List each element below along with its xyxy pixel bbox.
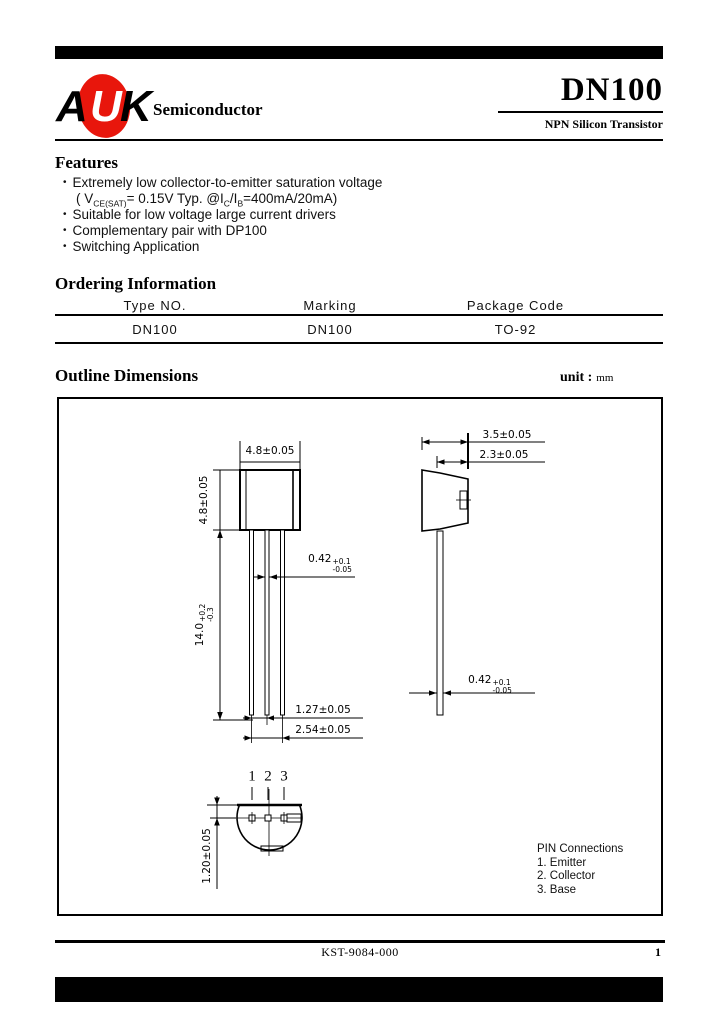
logo-text: Semiconductor [153, 100, 263, 119]
dim-body-width: 4.8±0.05 [245, 445, 295, 457]
table-rule-bottom [55, 342, 663, 344]
outline-title: Outline Dimensions [55, 366, 199, 385]
ordering-row-marking: DN100 [307, 322, 353, 337]
feature-item-4: •Switching Application [63, 239, 200, 254]
logo: A U K Semiconductor [0, 0, 300, 150]
bullet-icon: • [63, 225, 67, 236]
header-rule [55, 139, 663, 141]
subtitle: NPN Silicon Transistor [544, 117, 663, 131]
ordering-col-package: Package Code [466, 298, 565, 313]
ordering-row-type: DN100 [132, 322, 178, 337]
outline-drawing: 4.8±0.05 4.8±0.05 0.42+0.1-0.05 14.0+0.2… [57, 397, 663, 917]
logo-letter-a: A [56, 82, 88, 131]
bullet-icon: • [63, 241, 67, 252]
footer-page-number: 1 [655, 945, 662, 959]
dim-depth-2: 2.3±0.05 [479, 449, 529, 461]
pin-connection-2: 2. Collector [537, 870, 596, 882]
pin-connections: PIN Connections 1. Emitter 2. Collector … [537, 843, 623, 897]
feature-item-2: •Suitable for low voltage large current … [63, 207, 336, 222]
feature-item-3: •Complementary pair with DP100 [63, 223, 267, 238]
pin-number-1: 1 [248, 768, 256, 785]
dim-pitch-1: 1.27±0.05 [295, 704, 351, 716]
subtitle-rule [498, 111, 663, 113]
bullet-icon: • [63, 177, 67, 188]
part-number: DN100 [560, 72, 663, 108]
logo-letter-k: K [120, 82, 152, 131]
ordering-col-marking: Marking [303, 298, 357, 313]
pin-connections-title: PIN Connections [537, 843, 624, 855]
footer-doc-code: KST-9084-000 [321, 945, 399, 959]
dim-depth: 3.5±0.05 [482, 429, 532, 441]
dim-pitch-2: 2.54±0.05 [295, 724, 351, 736]
logo-letter-u: U [90, 82, 122, 131]
feature-detail-text: ( VCE(SAT)= 0.15V Typ. @IC/IB=400mA/20mA… [76, 191, 338, 209]
dim-pin-offset: 1.20±0.05 [201, 828, 213, 884]
pin-number-3: 3 [280, 768, 288, 785]
top-black-bar [55, 46, 663, 59]
pin-connection-1: 1. Emitter [537, 856, 587, 869]
dim-lead-length: 14.0+0.2-0.3 [194, 603, 215, 647]
pin-number-2: 2 [264, 768, 272, 785]
unit-label: unit : mm [560, 370, 614, 385]
dim-body-height: 4.8±0.05 [198, 475, 210, 525]
ordering-row-package: TO-92 [494, 322, 537, 337]
dim-lead-width-side: 0.42+0.1-0.05 [468, 674, 512, 695]
bullet-icon: • [63, 209, 67, 220]
features-title: Features [55, 153, 118, 172]
bottom-black-bar [55, 977, 663, 1002]
outline-drawing-svg [57, 397, 663, 916]
footer-rule [55, 940, 665, 943]
pin-connection-3: 3. Base [537, 883, 576, 896]
ordering-title: Ordering Information [55, 274, 217, 293]
ordering-col-type: Type NO. [123, 298, 187, 313]
feature-item-1: •Extremely low collector-to-emitter satu… [63, 175, 383, 190]
table-rule-top [55, 314, 663, 316]
dim-lead-width-front: 0.42+0.1-0.05 [308, 553, 352, 574]
